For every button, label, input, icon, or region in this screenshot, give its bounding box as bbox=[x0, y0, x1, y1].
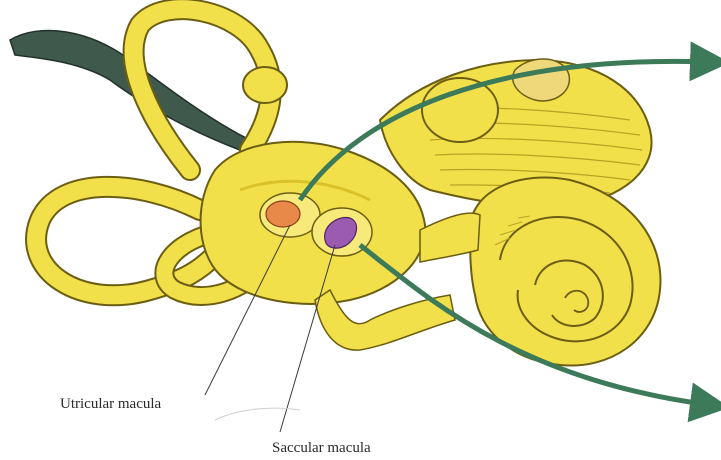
utricular-macula bbox=[266, 201, 300, 227]
decorative-arc bbox=[215, 408, 300, 420]
saccular-macula-label: Saccular macula bbox=[272, 440, 371, 456]
ampulla bbox=[243, 67, 287, 103]
superior-vestibular-branch bbox=[422, 78, 498, 142]
utricular-macula-label: Utricular macula bbox=[60, 396, 162, 412]
cochlea bbox=[470, 177, 660, 365]
